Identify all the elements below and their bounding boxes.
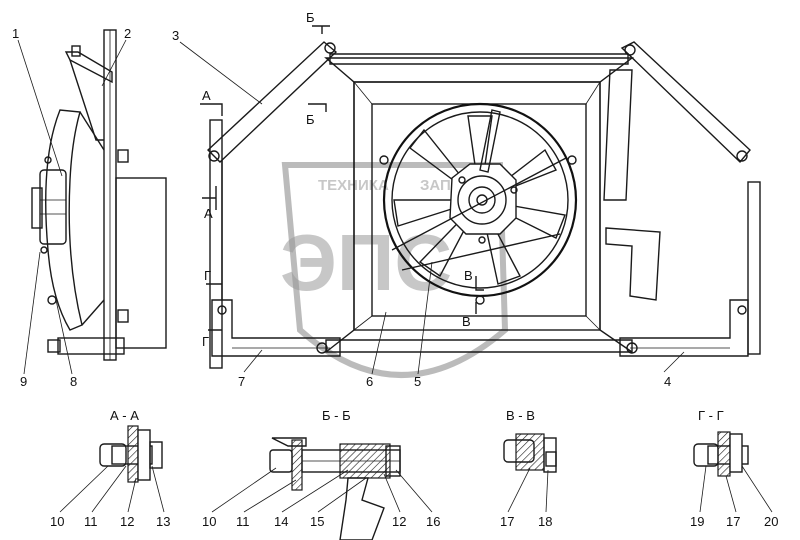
callout-a-10: 10 bbox=[50, 514, 64, 529]
fan-blades bbox=[393, 115, 566, 285]
detail-b-b bbox=[269, 437, 401, 540]
mark-b-bottom: Б bbox=[306, 112, 315, 127]
side-view bbox=[31, 29, 167, 361]
callout-g-20: 20 bbox=[764, 514, 778, 529]
front-view bbox=[200, 25, 761, 369]
title-a-a: А - А bbox=[110, 408, 139, 423]
title-v-v: В - В bbox=[506, 408, 535, 423]
mark-g-bottom: Г bbox=[202, 334, 209, 349]
callout-b-14: 14 bbox=[274, 514, 288, 529]
callout-labels: 1 2 3 4 5 6 7 8 9 10 11 12 13 10 11 14 1… bbox=[12, 26, 778, 529]
callout-9: 9 bbox=[20, 374, 27, 389]
callout-a-11: 11 bbox=[84, 514, 98, 529]
mount-bolts bbox=[208, 42, 748, 354]
callout-a-12: 12 bbox=[120, 514, 134, 529]
mark-a-top: А bbox=[202, 88, 211, 103]
callout-3: 3 bbox=[172, 28, 179, 43]
callout-2: 2 bbox=[124, 26, 131, 41]
callout-7: 7 bbox=[238, 374, 245, 389]
callout-g-17: 17 bbox=[726, 514, 740, 529]
section-mark-labels: А А Б Б В В Г Г bbox=[202, 10, 473, 349]
callout-g-19: 19 bbox=[690, 514, 704, 529]
mark-v-bottom: В bbox=[462, 314, 471, 329]
callout-6: 6 bbox=[366, 374, 373, 389]
callout-b-10: 10 bbox=[202, 514, 216, 529]
callout-v-17: 17 bbox=[500, 514, 514, 529]
callout-4: 4 bbox=[664, 374, 671, 389]
callout-a-13: 13 bbox=[156, 514, 170, 529]
callout-b-11: 11 bbox=[236, 514, 250, 529]
detail-a-a bbox=[99, 425, 163, 483]
section-titles: А - А Б - Б В - В Г - Г bbox=[110, 408, 724, 423]
detail-g-g bbox=[693, 431, 749, 477]
mark-v-top: В bbox=[464, 268, 473, 283]
mark-g-top: Г bbox=[204, 268, 211, 283]
callout-8: 8 bbox=[70, 374, 77, 389]
callout-1: 1 bbox=[12, 26, 19, 41]
title-g-g: Г - Г bbox=[698, 408, 724, 423]
section-cut-marks bbox=[200, 25, 484, 331]
callout-5: 5 bbox=[414, 374, 421, 389]
callout-v-18: 18 bbox=[538, 514, 552, 529]
title-b-b: Б - Б bbox=[322, 408, 351, 423]
mark-b-top: Б bbox=[306, 10, 315, 25]
mark-a-bottom: А bbox=[204, 206, 213, 221]
callout-b-15: 15 bbox=[310, 514, 324, 529]
callout-b-12: 12 bbox=[392, 514, 406, 529]
detail-v-v bbox=[503, 433, 557, 473]
leader-lines bbox=[17, 39, 773, 513]
callout-b-16: 16 bbox=[426, 514, 440, 529]
